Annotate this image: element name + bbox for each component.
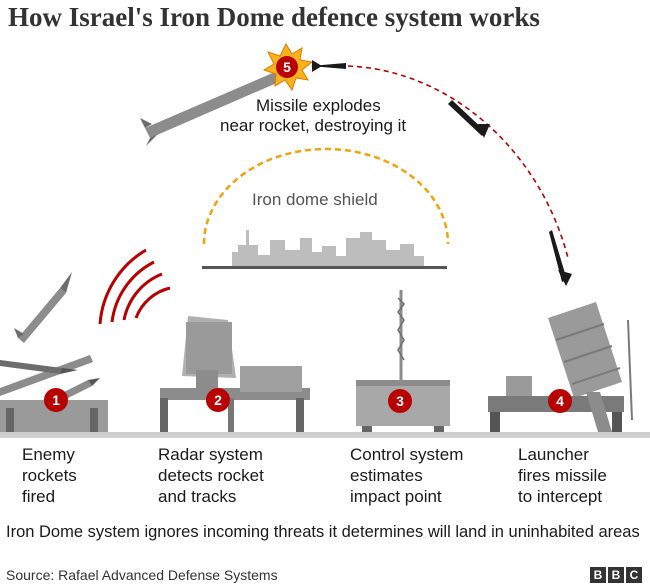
interceptor-missile-3 [549, 230, 572, 286]
step-4-badge [548, 389, 572, 413]
city-skyline [232, 230, 424, 268]
radar-unit [160, 316, 310, 432]
step-3-badge [388, 389, 412, 413]
step-1-badge [44, 388, 68, 412]
step-5-number: 5 [283, 59, 291, 75]
source-credit: Source: Rafael Advanced Defense Systems [6, 567, 278, 583]
shield-label: Iron dome shield [252, 190, 378, 209]
footnote: Iron Dome system ignores incoming threat… [6, 523, 640, 541]
explosion-caption-line1: Missile explodes [256, 96, 381, 115]
page-title: How Israel's Iron Dome defence system wo… [8, 2, 540, 32]
step-1-number: 1 [52, 392, 60, 408]
interceptor-missile-2 [448, 100, 490, 138]
step-4-number: 4 [556, 393, 564, 409]
shield-ground-line [202, 266, 447, 269]
interceptor-missile-1 [310, 60, 346, 72]
ground-strip [0, 432, 650, 438]
enemy-rocket-flying [14, 272, 72, 343]
explosion-caption-line2: near rocket, destroying it [220, 116, 407, 135]
radar-waves [98, 248, 171, 325]
interceptor-trajectory [347, 65, 569, 259]
iron-dome-shield-arc [202, 147, 450, 245]
step-3-number: 3 [396, 393, 404, 409]
step-2-badge [206, 388, 230, 412]
explosion-burst: 5 [262, 42, 314, 92]
step-2-number: 2 [214, 392, 222, 408]
